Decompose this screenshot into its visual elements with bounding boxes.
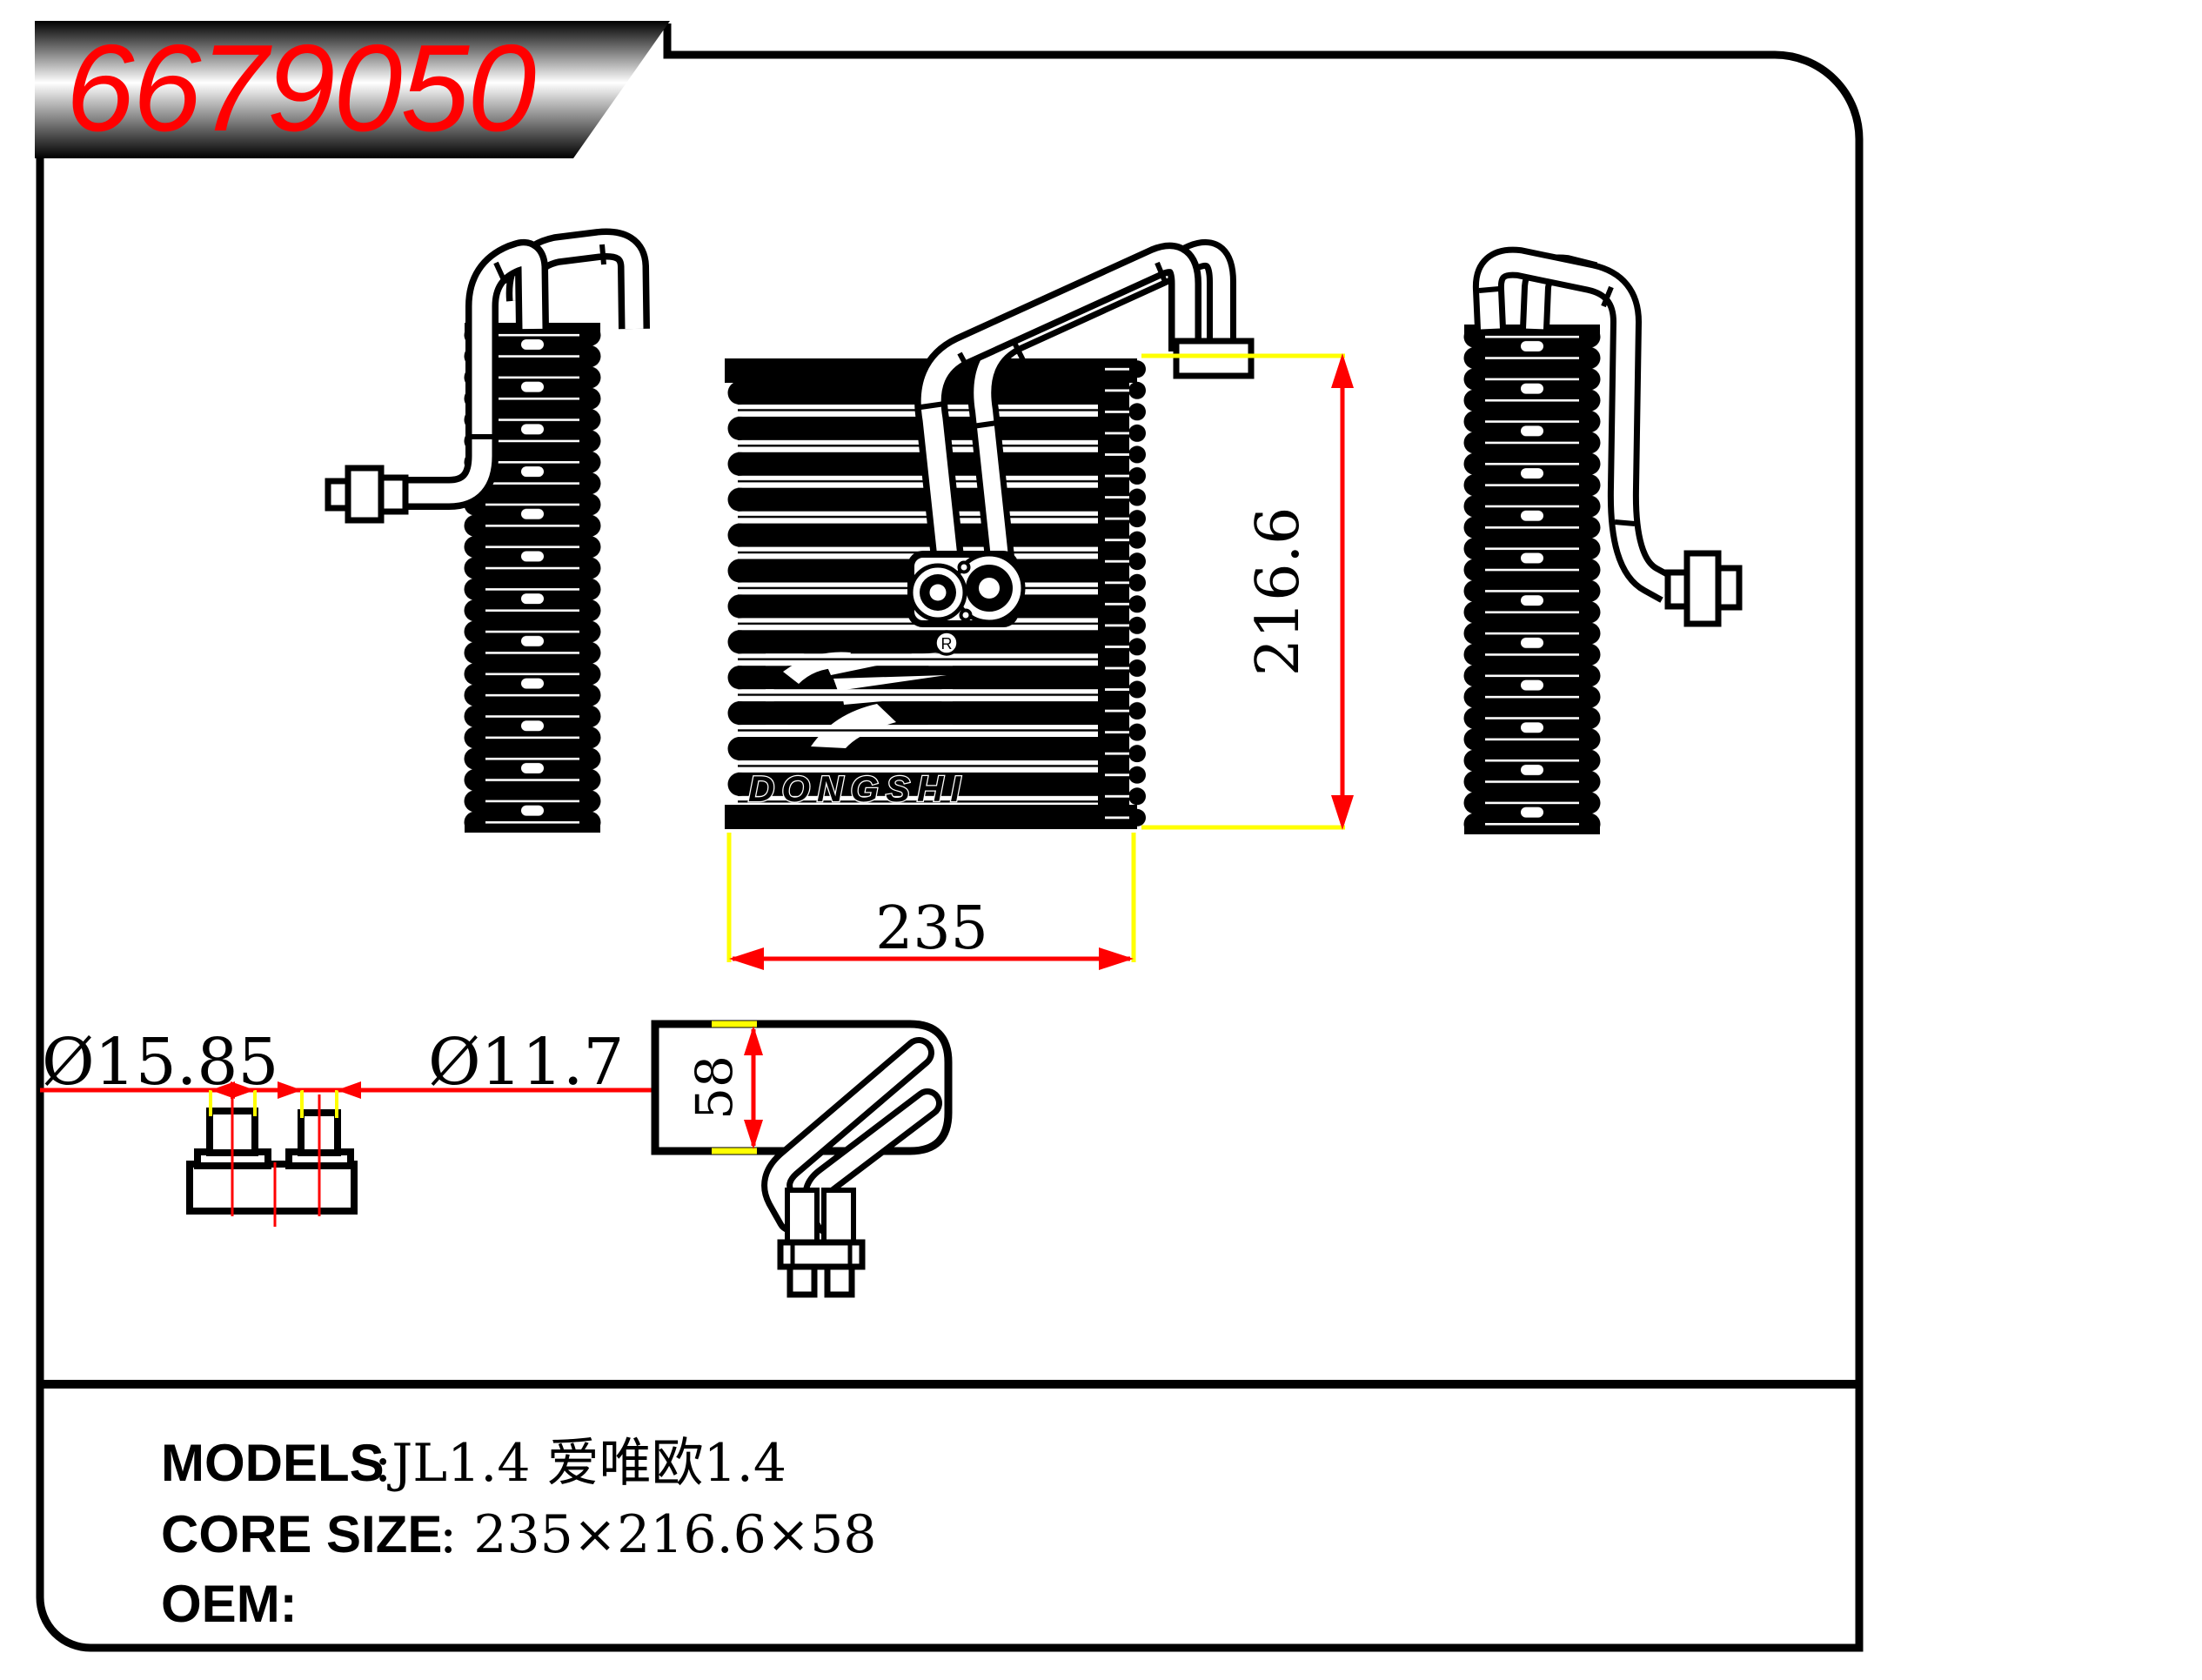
brand-logo-icon (766, 640, 953, 753)
pipe-end-connector (1173, 338, 1255, 379)
dim-port-small: Ø11.7 (428, 1025, 624, 1100)
dim-ports: Ø15.85 Ø11.7 (40, 1025, 653, 1118)
flange-ports (907, 551, 1026, 627)
models-value: :JL1.4 爱唯欧1.4 (374, 1433, 786, 1494)
front-view: R DONGSHI (725, 239, 1255, 829)
dim-width: 235 (726, 833, 1136, 970)
top-view: 58 (651, 1020, 953, 1298)
svg-text:216.6: 216.6 (1244, 507, 1313, 677)
title-banner: 6679050 (35, 19, 670, 158)
dim-depth: 58 (685, 1026, 763, 1149)
dim-port-large: Ø15.85 (42, 1025, 279, 1100)
brand-text: DONGSHI (748, 768, 967, 809)
core-size-row: CORE SIZE : 235×216.6×58 (161, 1504, 876, 1565)
svg-text:R: R (941, 635, 953, 653)
core-size-label: CORE SIZE (161, 1505, 442, 1563)
svg-text:235: 235 (875, 894, 988, 963)
ports-detail-view (186, 1094, 358, 1227)
drawing-frame (36, 23, 1864, 1652)
core-size-value: : 235×216.6×58 (439, 1504, 876, 1565)
left-side-view (325, 228, 650, 833)
footer: MODELS :JL1.4 爱唯欧1.4 CORE SIZE : 235×216… (161, 1433, 876, 1633)
models-row: MODELS :JL1.4 爱唯欧1.4 (161, 1433, 786, 1494)
svg-text:58: 58 (685, 1055, 744, 1120)
oem-label: OEM: (161, 1575, 298, 1633)
left-view-fitting (325, 465, 409, 524)
right-side-view (1463, 246, 1743, 834)
models-label: MODELS (161, 1434, 385, 1492)
oem-row: OEM: (161, 1575, 298, 1633)
part-number: 6679050 (66, 19, 536, 157)
dim-height: 216.6 (1141, 353, 1354, 830)
registered-mark-icon: R (934, 630, 960, 656)
banner-ribbon (35, 21, 670, 158)
right-view-fitting (1664, 550, 1743, 627)
